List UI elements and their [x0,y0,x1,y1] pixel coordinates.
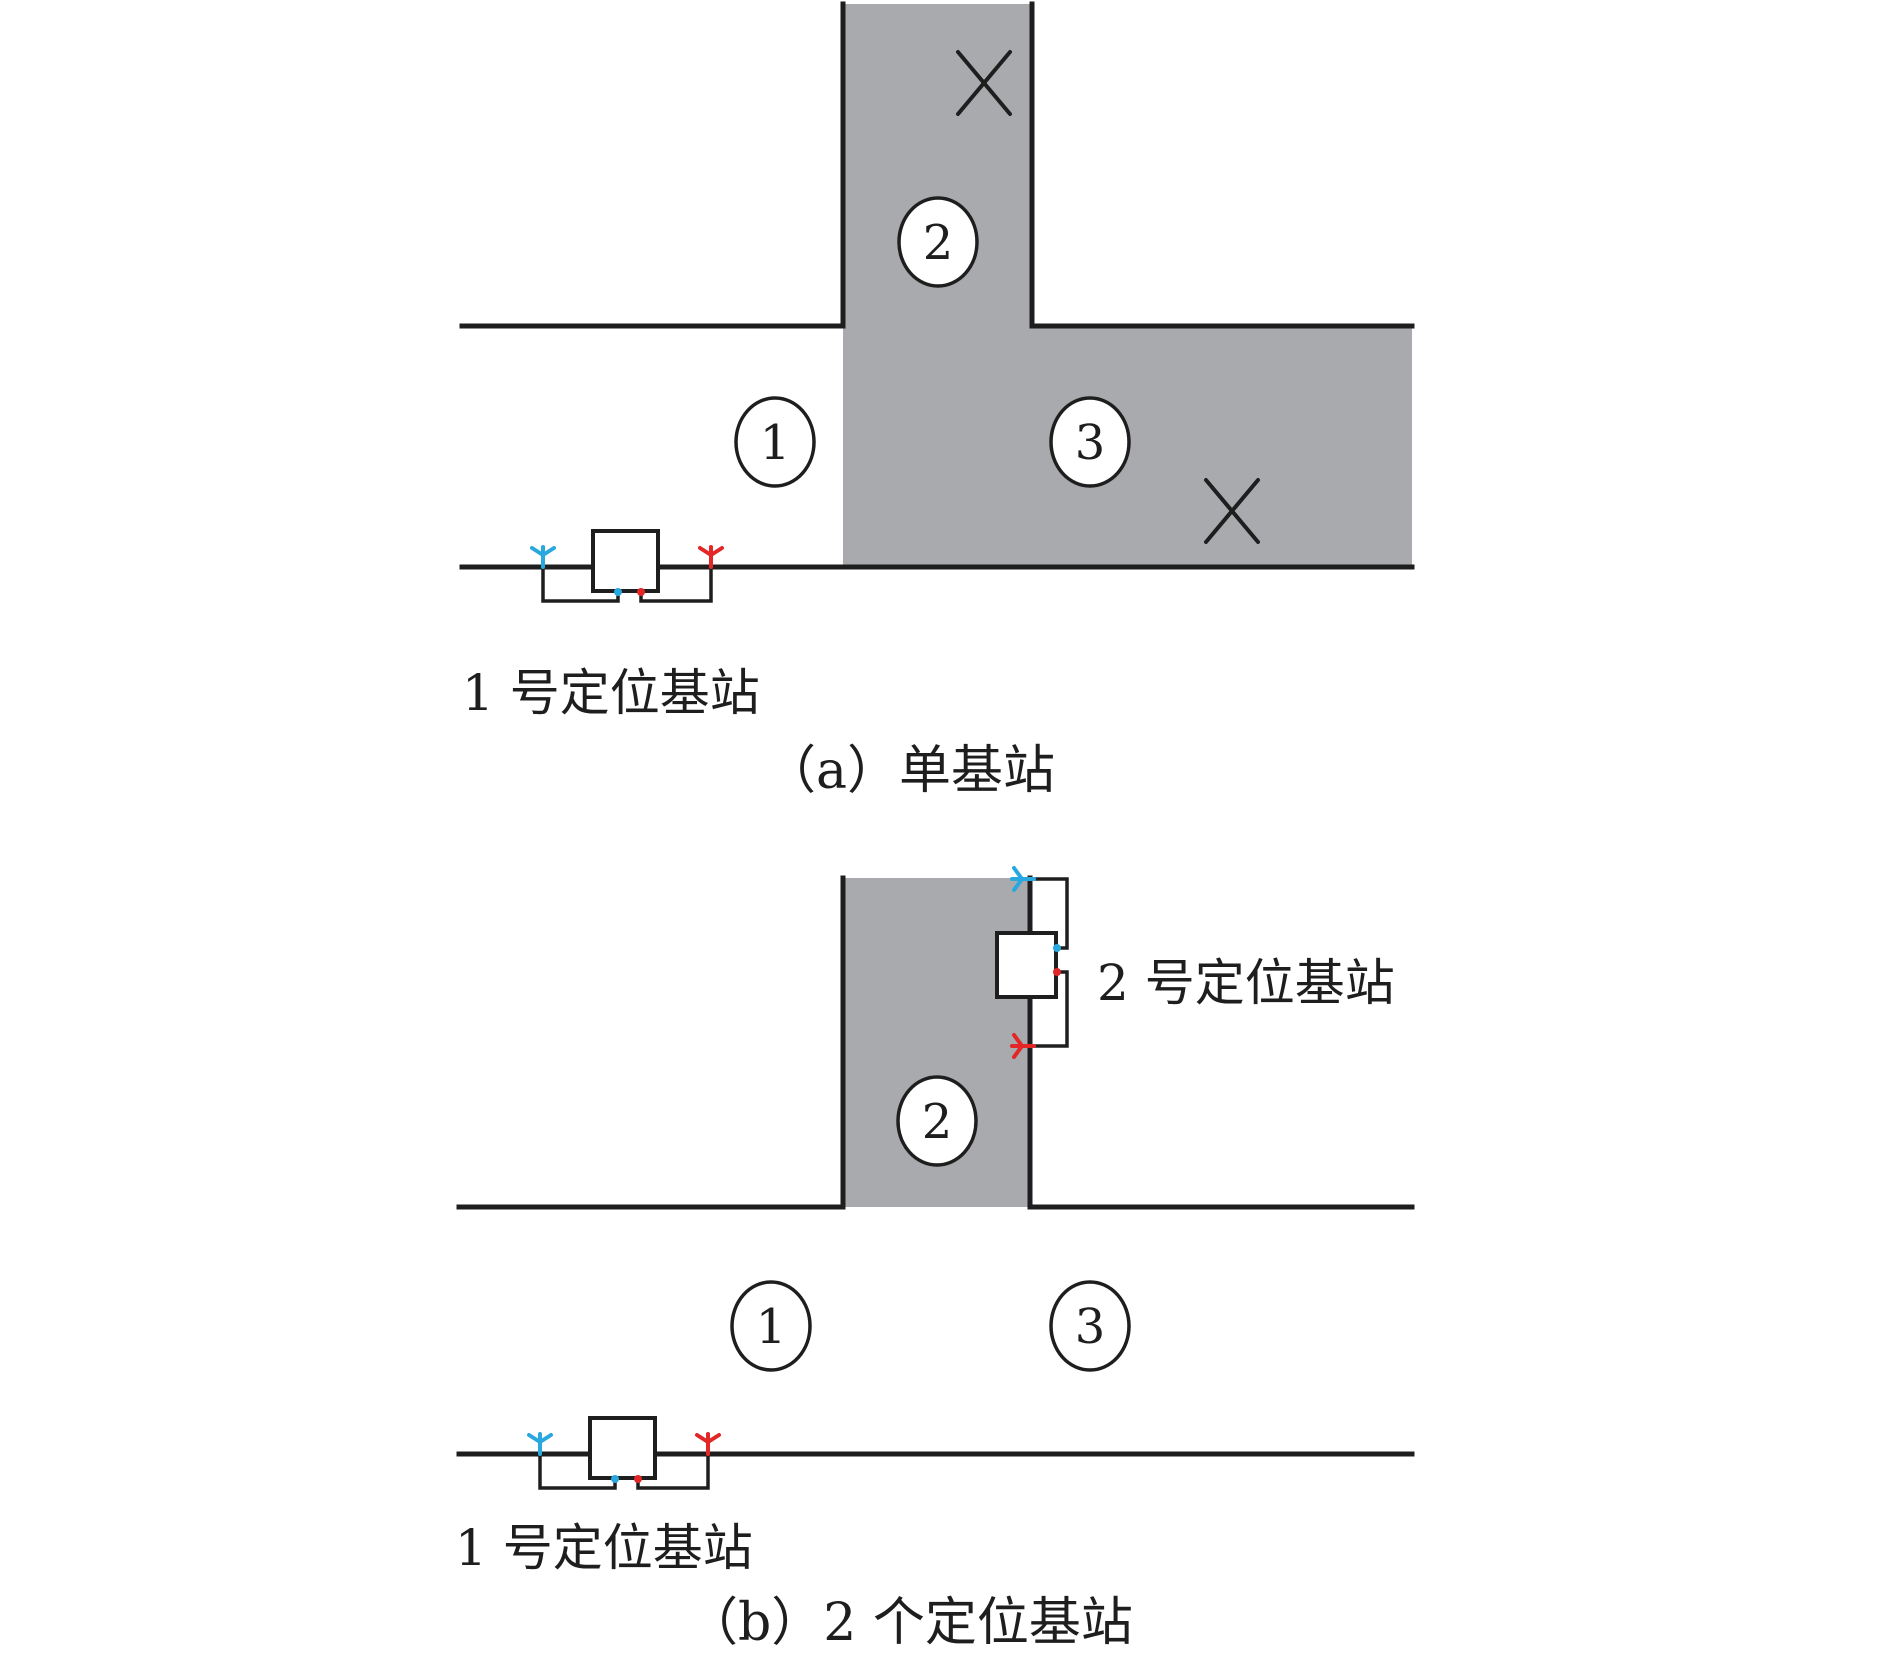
station-cable-bottom [1030,970,1069,1048]
station-cable-right [636,1450,710,1490]
panel-a-caption: （a）单基站 [764,741,1055,801]
station-box [995,931,1058,999]
antenna-red-icon [698,545,724,569]
antenna-red-icon [1010,1033,1036,1059]
panel-b-station-1 [527,1416,721,1490]
panel-b-station-2 [995,866,1069,1059]
region-number: 1 [760,415,791,471]
panel-b-region-marker-1: 1 [730,1280,812,1372]
panel-b-station-1-label: 1 号定位基站 [455,1519,753,1577]
station-box [588,1416,657,1480]
panel-b-caption: （b）2 个定位基站 [686,1593,1133,1653]
region-number: 2 [922,1094,953,1150]
panel-b: 1 2 3 [455,866,1415,1653]
station-cable-left [541,563,620,603]
panel-a-cross-mark-lower [1204,478,1260,544]
panel-a-cross-mark-upper [956,50,1012,116]
panel-a: 1 2 3 [459,1,1415,801]
station-box [591,529,660,593]
panel-a-region-marker-2: 2 [897,196,979,288]
panel-b-station-2-label: 2 号定位基站 [1097,954,1395,1012]
region-number: 3 [1075,1299,1106,1355]
panel-a-station-1 [530,529,724,603]
station-cable-top [1030,877,1069,950]
panel-b-region-marker-3: 3 [1049,1280,1131,1372]
station-cable-right [639,563,713,603]
station-cable-left [538,1450,617,1490]
region-number: 1 [756,1299,787,1355]
antenna-red-icon [695,1432,721,1456]
panel-a-coverage-area [843,4,1412,567]
region-number: 3 [1075,415,1106,471]
antenna-blue-icon [1010,866,1036,892]
panel-a-region-marker-3: 3 [1049,396,1131,488]
antenna-blue-icon [530,545,556,569]
panel-b-region-marker-2: 2 [896,1075,978,1167]
panel-a-station-1-label: 1 号定位基站 [462,664,760,722]
panel-a-region-marker-1: 1 [734,396,816,488]
antenna-blue-icon [527,1432,553,1456]
region-number: 2 [923,215,954,271]
